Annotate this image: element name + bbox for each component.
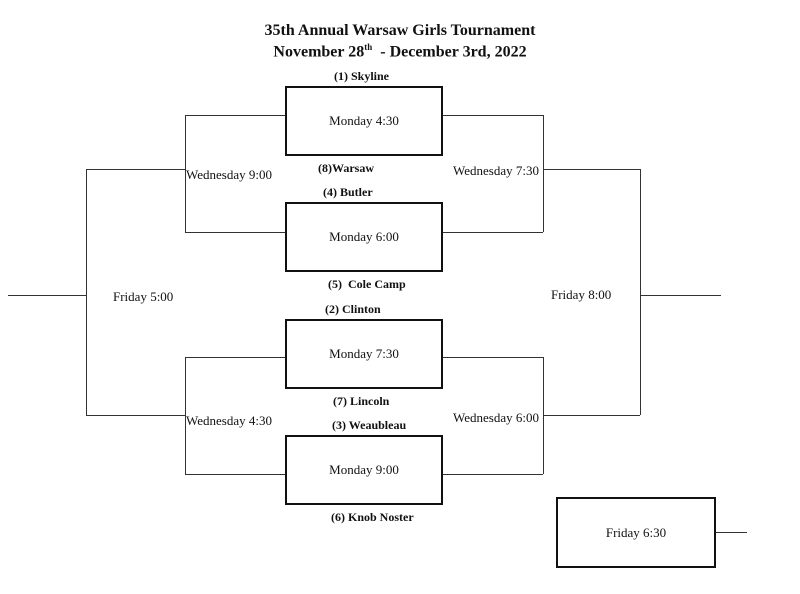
bracket-line <box>443 232 543 233</box>
team-seed-2: (2) Clinton <box>325 302 381 316</box>
bracket-line <box>185 232 285 233</box>
tournament-title: 35th Annual Warsaw Girls Tournament <box>264 22 536 39</box>
consolation-semi-top-time: Wednesday 7:30 <box>453 163 539 179</box>
bracket-line <box>640 169 641 415</box>
bracket-line <box>543 115 544 232</box>
bracket-line <box>443 115 543 116</box>
dates-start-suffix: th <box>364 42 373 52</box>
game-time-4: Monday 9:00 <box>329 462 399 477</box>
consolation-semi-bottom-time: Wednesday 6:00 <box>453 410 539 426</box>
extra-game-box: Friday 6:30 <box>556 497 716 568</box>
game-box-4: Monday 9:00 <box>285 435 443 505</box>
dates-end: - December 3rd, 2022 <box>372 43 527 61</box>
game-box-1: Monday 4:30 <box>285 86 443 156</box>
bracket-line <box>543 169 640 170</box>
bracket-line <box>185 115 285 116</box>
winners-semi-top-time: Wednesday 9:00 <box>186 167 272 183</box>
game-box-2: Monday 6:00 <box>285 202 443 272</box>
tournament-dates: November 28th - December 3rd, 2022 <box>0 42 800 61</box>
team-seed-3: (3) Weaubleau <box>332 418 407 432</box>
bracket-line <box>86 169 87 415</box>
game-box-3: Monday 7:30 <box>285 319 443 389</box>
bracket-line <box>86 415 185 416</box>
dates-start: November 28 <box>273 43 365 61</box>
game-time-3: Monday 7:30 <box>329 346 399 361</box>
bracket-line <box>185 474 285 475</box>
bracket-line <box>86 169 185 170</box>
game-time-2: Monday 6:00 <box>329 229 399 244</box>
bracket-line <box>443 357 543 358</box>
team-seed-4: (4) Butler <box>323 185 373 199</box>
bracket-line <box>543 415 640 416</box>
team-seed-7: (7) Lincoln <box>333 394 390 408</box>
bracket-line <box>185 357 186 474</box>
bracket-line <box>640 295 721 296</box>
team-seed-5: (5) Cole Camp <box>328 277 406 291</box>
bracket-line <box>443 474 543 475</box>
bracket-line <box>185 357 285 358</box>
extra-game-line <box>716 532 747 533</box>
bracket-line <box>8 295 86 296</box>
final-right-time: Friday 8:00 <box>551 287 612 303</box>
team-seed-1: (1) Skyline <box>334 69 390 83</box>
winners-semi-bottom-time: Wednesday 4:30 <box>186 413 272 429</box>
team-seed-6: (6) Knob Noster <box>331 510 414 524</box>
team-seed-8: (8)Warsaw <box>318 161 374 175</box>
final-left-time: Friday 5:00 <box>113 289 174 305</box>
game-time-1: Monday 4:30 <box>329 113 399 128</box>
extra-game-time: Friday 6:30 <box>605 524 667 540</box>
bracket-line <box>185 115 186 232</box>
